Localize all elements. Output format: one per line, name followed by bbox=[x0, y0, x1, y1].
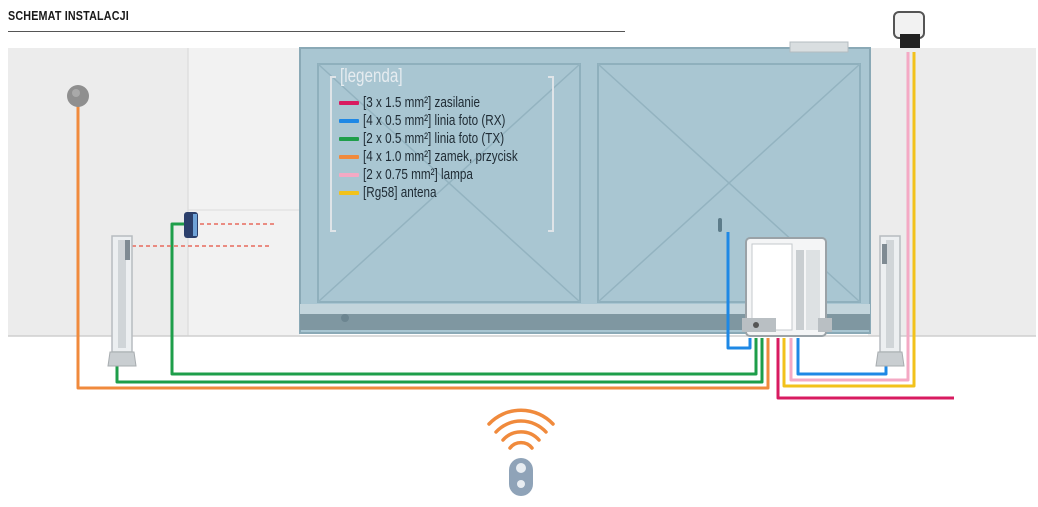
left-wall-inner bbox=[188, 48, 300, 336]
key-switch-icon bbox=[67, 85, 89, 107]
legend-label: [4 x 0.5 mm²] linia foto (RX) bbox=[363, 112, 506, 129]
photocell-post-right bbox=[875, 235, 905, 367]
legend-label: [2 x 0.5 mm²] linia foto (TX) bbox=[363, 130, 505, 147]
cable-lamp bbox=[789, 52, 910, 382]
cable-photo-rx-right bbox=[796, 338, 888, 376]
photocell-icon bbox=[184, 212, 198, 238]
legend-label: [Rg58] antena bbox=[363, 184, 437, 201]
legend-item-lock-button: [4 x 1.0 mm²] zamek, przycisk bbox=[339, 148, 561, 165]
legend-item-photo-rx: [4 x 0.5 mm²] linia foto (RX) bbox=[339, 112, 546, 129]
cable-power bbox=[776, 338, 954, 400]
photocell-post-left bbox=[107, 235, 137, 367]
legend-label: [3 x 1.5 mm²] zasilanie bbox=[363, 94, 481, 111]
legend: [legenda] [3 x 1.5 mm²] zasilanie [4 x 0… bbox=[330, 66, 554, 232]
cable-key-switch bbox=[76, 104, 770, 390]
legend-swatch bbox=[339, 100, 359, 105]
cable-photo-wall bbox=[170, 222, 758, 376]
diagram-title: SCHEMAT INSTALACJI bbox=[8, 9, 129, 23]
title-divider bbox=[8, 31, 625, 32]
flashing-lamp-icon bbox=[893, 11, 925, 48]
legend-swatch bbox=[339, 136, 359, 141]
motor-icon bbox=[742, 237, 832, 337]
legend-swatch bbox=[339, 190, 359, 195]
legend-label: [2 x 0.75 mm²] lampa bbox=[363, 166, 473, 183]
left-wall bbox=[8, 48, 188, 336]
legend-item-photo-tx: [2 x 0.5 mm²] linia foto (TX) bbox=[339, 130, 544, 147]
legend-label: [4 x 1.0 mm²] zamek, przycisk bbox=[363, 148, 518, 165]
cable-photo-tx bbox=[115, 338, 764, 384]
wireless-signal-icon bbox=[487, 408, 555, 450]
legend-bracket-right bbox=[548, 76, 554, 232]
remote-control-icon bbox=[509, 458, 533, 496]
cable-photo-rx-left bbox=[726, 232, 752, 350]
legend-swatch bbox=[339, 118, 359, 123]
legend-item-antenna: [Rg58] antena bbox=[339, 184, 457, 201]
legend-swatch bbox=[339, 172, 359, 177]
legend-item-power: [3 x 1.5 mm²] zasilanie bbox=[339, 94, 513, 111]
legend-bracket-left bbox=[330, 76, 336, 232]
legend-title: [legenda] bbox=[340, 66, 403, 87]
cables bbox=[76, 52, 954, 400]
legend-item-lamp: [2 x 0.75 mm²] lampa bbox=[339, 166, 504, 183]
cable-antenna bbox=[782, 52, 916, 388]
legend-swatch bbox=[339, 154, 359, 159]
